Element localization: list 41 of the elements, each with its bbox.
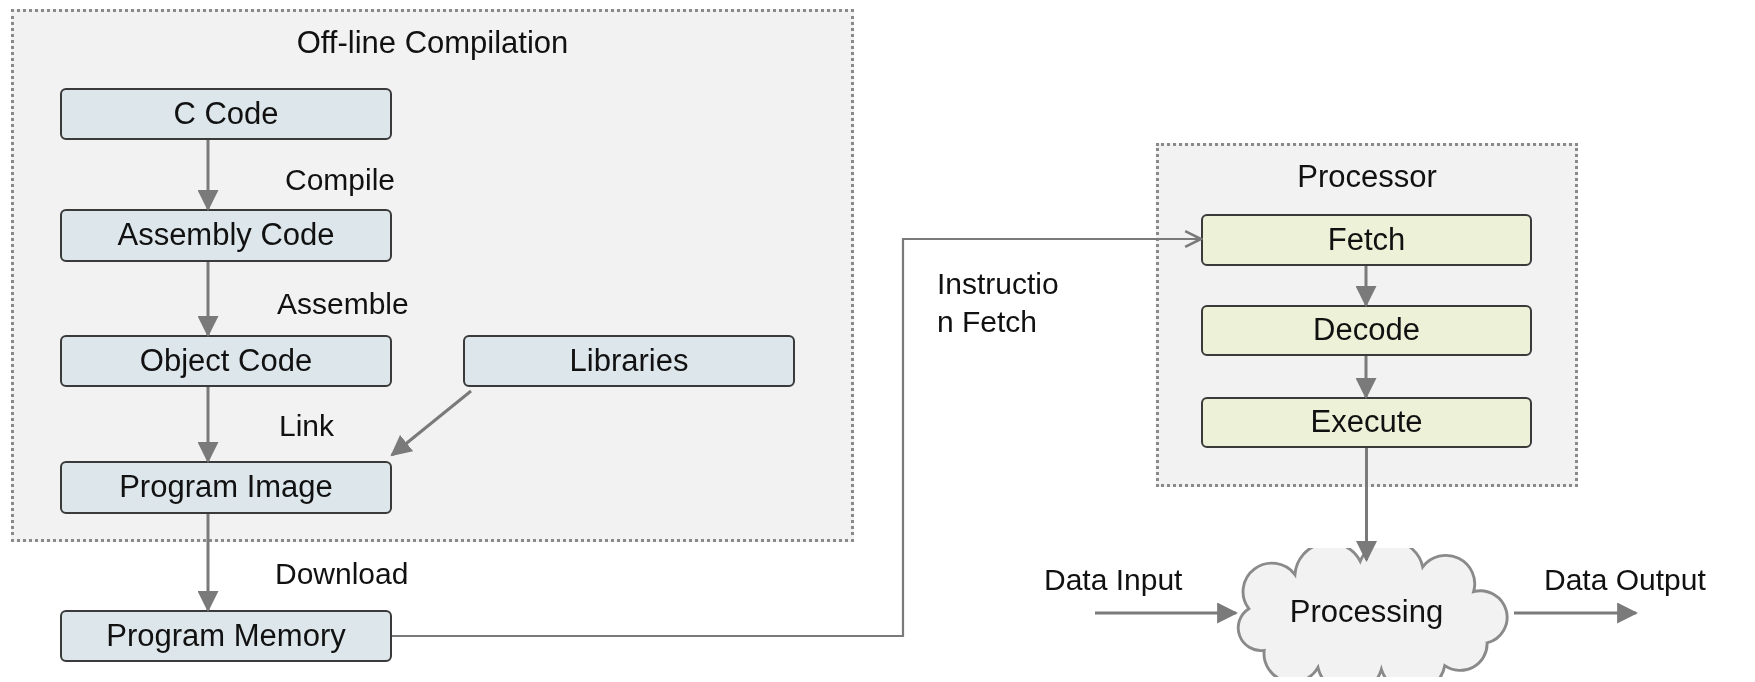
process-box <box>60 209 392 262</box>
node-label: C Code <box>173 96 279 132</box>
edge-label: Download <box>275 556 409 592</box>
node-label: Processing <box>1289 595 1444 630</box>
group-panel <box>11 9 854 542</box>
arrow <box>197 262 219 338</box>
arrow <box>1095 602 1239 624</box>
arrow <box>390 389 472 457</box>
node-label: Assembly Code <box>117 218 335 253</box>
arrow <box>1355 266 1377 308</box>
group-title: Off-line Compilation <box>295 26 570 61</box>
process-box <box>1201 305 1532 356</box>
edge-label: Instruction Fetch <box>937 266 1060 341</box>
process-box <box>60 88 392 140</box>
node-label: Program Image <box>119 470 333 505</box>
edge-label: Data Input <box>1044 562 1183 598</box>
arrow <box>197 387 219 464</box>
edge-label: Compile <box>285 162 396 198</box>
node-label: Decode <box>1313 313 1420 348</box>
edge-label: Assemble <box>277 286 409 322</box>
edge-label: Data Output <box>1544 562 1706 598</box>
arrow <box>1514 602 1639 624</box>
process-box <box>60 461 392 514</box>
process-box <box>60 335 392 387</box>
arrow <box>1355 356 1377 400</box>
node-label: Execute <box>1310 405 1423 440</box>
process-box <box>60 610 392 662</box>
group-panel <box>1156 143 1578 487</box>
node-label: Object Code <box>139 343 313 379</box>
node-label: Program Memory <box>106 618 346 654</box>
process-box <box>1201 397 1532 448</box>
node-label: Libraries <box>569 343 689 379</box>
process-box <box>1201 214 1532 266</box>
edge-label: Link <box>279 408 335 444</box>
arrow <box>392 229 1203 638</box>
node-label: Fetch <box>1327 222 1406 258</box>
group-title: Processor <box>1296 160 1438 195</box>
process-box <box>463 335 795 387</box>
arrow <box>1356 448 1377 563</box>
arrow <box>197 514 219 613</box>
arrow <box>197 140 219 212</box>
